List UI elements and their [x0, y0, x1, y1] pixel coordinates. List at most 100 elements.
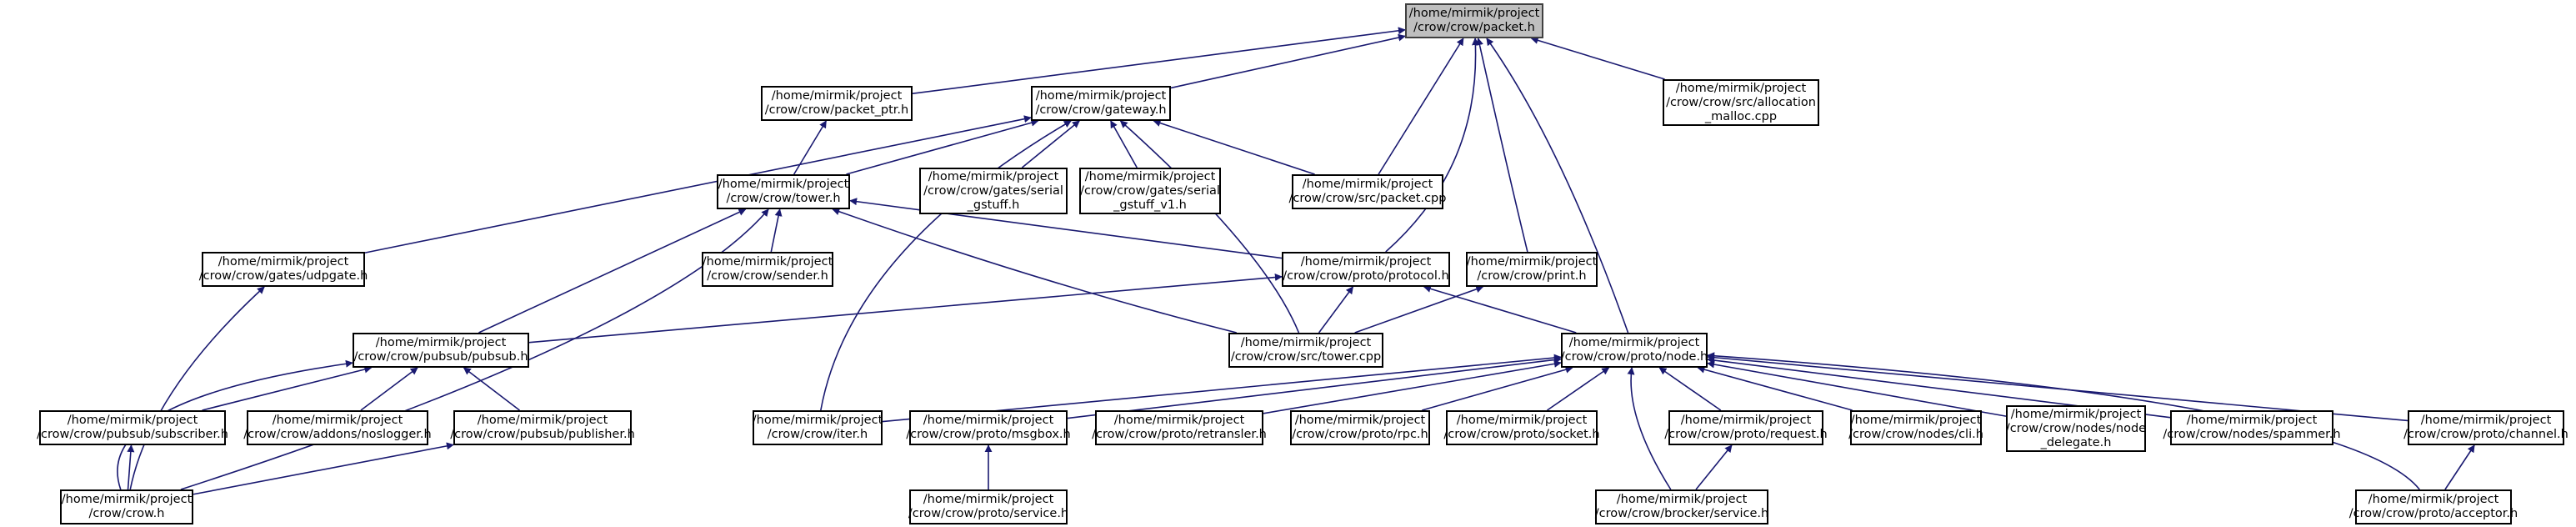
edge-print-h-to-packet-h [1476, 38, 1528, 253]
node-brocker-service-h[interactable]: /home/mirmik/project /crow/crow/brocker/… [1595, 489, 1768, 524]
edge-node-h-to-protocol-h [1423, 285, 1577, 334]
node-retransler-h[interactable]: /home/mirmik/project /crow/crow/proto/re… [1092, 410, 1267, 445]
node-label: /home/mirmik/project /crow/crow/nodes/sp… [2163, 414, 2341, 441]
node-label: /home/mirmik/project /crow/crow/src/towe… [1230, 336, 1382, 364]
node-label: /home/mirmik/project /crow/crow/gateway.… [1035, 89, 1167, 117]
node-label: /home/mirmik/project /crow/crow.h [61, 493, 193, 520]
node-label: /home/mirmik/project /crow/crow/proto/pr… [1283, 255, 1449, 283]
node-cli-h[interactable]: /home/mirmik/project /crow/crow/nodes/cl… [1848, 410, 1983, 445]
edge-retransler-h-to-node-h [1263, 359, 1562, 414]
node-label: /home/mirmik/project /crow/crow/gates/ud… [198, 255, 368, 283]
node-src-tower-cpp[interactable]: /home/mirmik/project /crow/crow/src/towe… [1228, 333, 1383, 368]
edge-request-h-to-node-h [1658, 367, 1722, 411]
node-label: /home/mirmik/project /crow/crow/nodes/cl… [1848, 414, 1983, 441]
node-label: /home/mirmik/project /crow/crow/proto/so… [1443, 414, 1600, 441]
edge-crow-h-to-publisher-h [193, 442, 454, 495]
edge-noslogger-h-to-pubsub-h [360, 367, 418, 411]
node-serial-gstuff-v1-h[interactable]: /home/mirmik/project /crow/crow/gates/se… [1079, 168, 1221, 214]
node-msgbox-h[interactable]: /home/mirmik/project /crow/crow/proto/ms… [906, 410, 1071, 445]
node-label: /home/mirmik/project /crow/crow/proto/no… [1560, 336, 1708, 364]
node-label: /home/mirmik/project /crow/crow/sender.h [702, 255, 833, 283]
node-label: /home/mirmik/project /crow/crow/proto/ms… [906, 414, 1071, 441]
node-label: /home/mirmik/project /crow/crow/src/pack… [1288, 178, 1447, 205]
edge-protocol-h-to-packet-h [1385, 38, 1479, 253]
node-label: /home/mirmik/project /crow/crow/gates/se… [923, 169, 1063, 212]
edge-socket-h-to-node-h [1547, 367, 1610, 411]
edge-serial-gstuff-v1-h-to-gateway-h [1110, 120, 1138, 168]
node-src-packet-cpp[interactable]: /home/mirmik/project /crow/crow/src/pack… [1289, 174, 1446, 209]
node-label: /home/mirmik/project /crow/crow/proto/ac… [2348, 493, 2518, 520]
node-noslogger-h[interactable]: /home/mirmik/project /crow/crow/addons/n… [243, 410, 432, 445]
node-label: /home/mirmik/project /crow/crow/packet_p… [764, 89, 909, 117]
edge-packet-ptr-h-to-packet-h [912, 27, 1406, 95]
node-packet-h: /home/mirmik/project /crow/crow/packet.h [1405, 3, 1543, 38]
node-label: /home/mirmik/project /crow/crow/pubsub/p… [353, 336, 528, 364]
node-serial-gstuff-h[interactable]: /home/mirmik/project /crow/crow/gates/se… [919, 168, 1068, 214]
node-label: /home/mirmik/project /crow/crow/src/allo… [1666, 81, 1816, 123]
edge-udpgate-h-to-gateway-h [364, 115, 1032, 253]
node-request-h[interactable]: /home/mirmik/project /crow/crow/proto/re… [1664, 410, 1828, 445]
edge-crow-h-to-subscriber-h [127, 444, 135, 490]
node-label: /home/mirmik/project /crow/crow/tower.h [718, 178, 849, 205]
edge-src-tower-cpp-to-tower-h [832, 208, 1237, 334]
edge-tower-h-to-packet-ptr-h [793, 120, 828, 175]
node-rpc-h[interactable]: /home/mirmik/project /crow/crow/proto/rp… [1290, 410, 1430, 445]
node-label: /home/mirmik/project /crow/crow/brocker/… [1594, 493, 1769, 520]
node-label: /home/mirmik/project /crow/crow/gates/se… [1080, 169, 1220, 212]
node-udpgate-h[interactable]: /home/mirmik/project /crow/crow/gates/ud… [198, 252, 368, 287]
node-node-delegate-h[interactable]: /home/mirmik/project /crow/crow/nodes/no… [2006, 405, 2146, 452]
edge-src-tower-cpp-to-print-h [1354, 285, 1484, 334]
node-label: /home/mirmik/project /crow/crow/proto/ch… [2403, 414, 2568, 441]
edge-rpc-h-to-node-h [1422, 365, 1573, 411]
node-crow-h[interactable]: /home/mirmik/project /crow/crow.h [60, 489, 193, 524]
edge-crow-h-to-udpgate-h [129, 286, 265, 490]
node-channel-h[interactable]: /home/mirmik/project /crow/crow/proto/ch… [2403, 410, 2568, 445]
node-node-h[interactable]: /home/mirmik/project /crow/crow/proto/no… [1561, 333, 1708, 368]
node-sender-h[interactable]: /home/mirmik/project /crow/crow/sender.h [702, 252, 833, 287]
edge-pubsub-h-to-protocol-h [528, 274, 1283, 344]
node-acceptor-h[interactable]: /home/mirmik/project /crow/crow/proto/ac… [2349, 489, 2518, 524]
edge-node-h-to-packet-h [1486, 38, 1629, 334]
edge-brocker-service-h-to-node-h [1627, 367, 1672, 490]
node-print-h[interactable]: /home/mirmik/project /crow/crow/print.h [1466, 252, 1598, 287]
node-socket-h[interactable]: /home/mirmik/project /crow/crow/proto/so… [1443, 410, 1600, 445]
node-label: /home/mirmik/project /crow/crow/iter.h [752, 414, 883, 441]
node-pubsub-h[interactable]: /home/mirmik/project /crow/crow/pubsub/p… [353, 333, 529, 368]
edge-node-delegate-h-to-node-h [1707, 360, 2007, 417]
node-label: /home/mirmik/project /crow/crow/proto/se… [908, 493, 1069, 520]
node-label: /home/mirmik/project /crow/crow/addons/n… [243, 414, 432, 441]
edge-sender-h-to-tower-h [770, 208, 783, 253]
edge-brocker-service-h-to-request-h [1695, 444, 1733, 490]
edge-allocation-malloc-cpp-to-packet-h [1530, 37, 1665, 80]
edge-tower-h-to-gateway-h [846, 118, 1039, 175]
edge-subscriber-h-to-pubsub-h [202, 365, 373, 411]
node-spammer-h[interactable]: /home/mirmik/project /crow/crow/nodes/sp… [2163, 410, 2341, 445]
edge-publisher-h-to-pubsub-h [463, 367, 520, 411]
node-iter-h[interactable]: /home/mirmik/project /crow/crow/iter.h [753, 410, 883, 445]
node-label: /home/mirmik/project /crow/crow/pubsub/p… [450, 414, 635, 441]
edge-src-tower-cpp-to-gateway-h [1119, 120, 1300, 334]
edge-iter-h-to-gateway-h [820, 120, 1072, 411]
edge-cli-h-to-node-h [1697, 365, 1853, 411]
node-proto-service-h[interactable]: /home/mirmik/project /crow/crow/proto/se… [908, 489, 1069, 524]
edge-crow-h-to-tower-h [180, 208, 769, 490]
node-protocol-h[interactable]: /home/mirmik/project /crow/crow/proto/pr… [1282, 252, 1450, 287]
edge-pubsub-h-to-tower-h [478, 208, 747, 334]
edge-src-packet-cpp-to-gateway-h [1153, 119, 1315, 175]
edge-acceptor-h-to-channel-h [2444, 444, 2475, 490]
edge-src-tower-cpp-to-protocol-h [1318, 286, 1354, 334]
node-publisher-h[interactable]: /home/mirmik/project /crow/crow/pubsub/p… [450, 410, 635, 445]
edge-gateway-h-to-packet-h [1170, 33, 1406, 89]
node-subscriber-h[interactable]: /home/mirmik/project /crow/crow/pubsub/s… [37, 410, 228, 445]
node-label: /home/mirmik/project /crow/crow/proto/re… [1092, 414, 1267, 441]
node-label: /home/mirmik/project /crow/crow/print.h [1466, 255, 1598, 283]
node-tower-h[interactable]: /home/mirmik/project /crow/crow/tower.h [717, 174, 850, 209]
node-allocation-malloc-cpp[interactable]: /home/mirmik/project /crow/crow/src/allo… [1663, 79, 1819, 126]
node-label: /home/mirmik/project /crow/crow/proto/re… [1664, 414, 1828, 441]
node-gateway-h[interactable]: /home/mirmik/project /crow/crow/gateway.… [1031, 86, 1171, 121]
edge-msgbox-h-to-node-h [1067, 356, 1562, 419]
node-packet-ptr-h[interactable]: /home/mirmik/project /crow/crow/packet_p… [761, 86, 913, 121]
node-label: /home/mirmik/project /crow/crow/packet.h [1408, 7, 1540, 34]
